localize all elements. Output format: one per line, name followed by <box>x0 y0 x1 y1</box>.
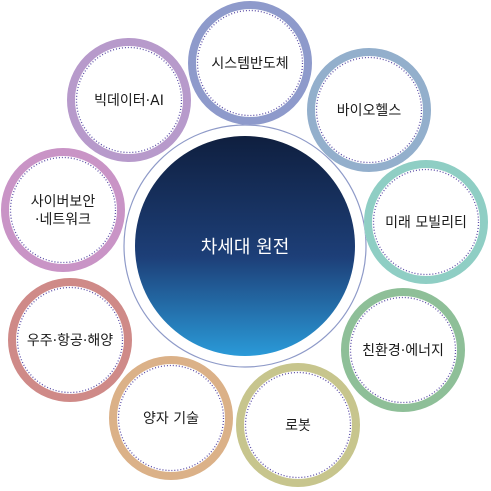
node-ring <box>67 38 191 162</box>
node-label: ·네트워크 <box>35 212 91 228</box>
node-dotted-ring <box>117 364 225 472</box>
node-semiconductor[interactable]: 시스템반도체 <box>188 1 312 125</box>
node-background <box>236 363 360 487</box>
node-mobility[interactable]: 미래 모빌리티 <box>364 160 488 284</box>
node-dotted-ring <box>372 168 480 276</box>
node-ring <box>307 48 431 172</box>
node-biohealth[interactable]: 바이오헬스 <box>307 48 431 172</box>
node-background <box>364 160 488 284</box>
node-label: 빅데이터·AI <box>94 93 164 109</box>
node-label: 로봇 <box>285 418 311 434</box>
node-dotted-ring <box>16 286 124 394</box>
node-background <box>8 278 132 402</box>
node-bigdata[interactable]: 빅데이터·AI <box>67 38 191 162</box>
center-hub: 차세대 원전 <box>123 124 367 368</box>
node-label: 양자 기술 <box>143 411 199 427</box>
node-dotted-ring <box>9 156 117 264</box>
node-label: 시스템반도체 <box>211 56 288 72</box>
center-inner-circle <box>135 136 355 356</box>
node-background <box>1 148 125 272</box>
node-ring <box>8 278 132 402</box>
node-dotted-ring <box>244 371 352 479</box>
node-background <box>341 288 465 412</box>
node-ecoenergy[interactable]: 친환경·에너지 <box>341 288 465 412</box>
node-robot[interactable]: 로봇 <box>236 363 360 487</box>
node-label: 미래 모빌리티 <box>385 215 467 231</box>
node-dotted-ring <box>196 9 304 117</box>
node-ring <box>364 160 488 284</box>
node-label: 바이오헬스 <box>337 103 402 119</box>
node-quantum[interactable]: 양자 기술 <box>109 356 233 480</box>
node-dotted-ring <box>315 56 423 164</box>
node-background <box>67 38 191 162</box>
node-label: 우주·항공·해양 <box>27 333 113 349</box>
node-aerospace[interactable]: 우주·항공·해양 <box>8 278 132 402</box>
node-dotted-ring <box>349 296 457 404</box>
node-ring <box>188 1 312 125</box>
node-dotted-ring <box>75 46 183 154</box>
node-label: 친환경·에너지 <box>362 343 444 359</box>
node-background <box>307 48 431 172</box>
node-ring <box>109 356 233 480</box>
node-background <box>188 1 312 125</box>
node-ring <box>1 148 125 272</box>
node-label: 사이버보안 <box>31 194 96 210</box>
node-ring <box>341 288 465 412</box>
node-background <box>109 356 233 480</box>
node-ring <box>236 363 360 487</box>
center-label: 차세대 원전 <box>201 237 290 258</box>
node-cybersecurity[interactable]: 사이버보안 ·네트워크 <box>1 148 125 272</box>
